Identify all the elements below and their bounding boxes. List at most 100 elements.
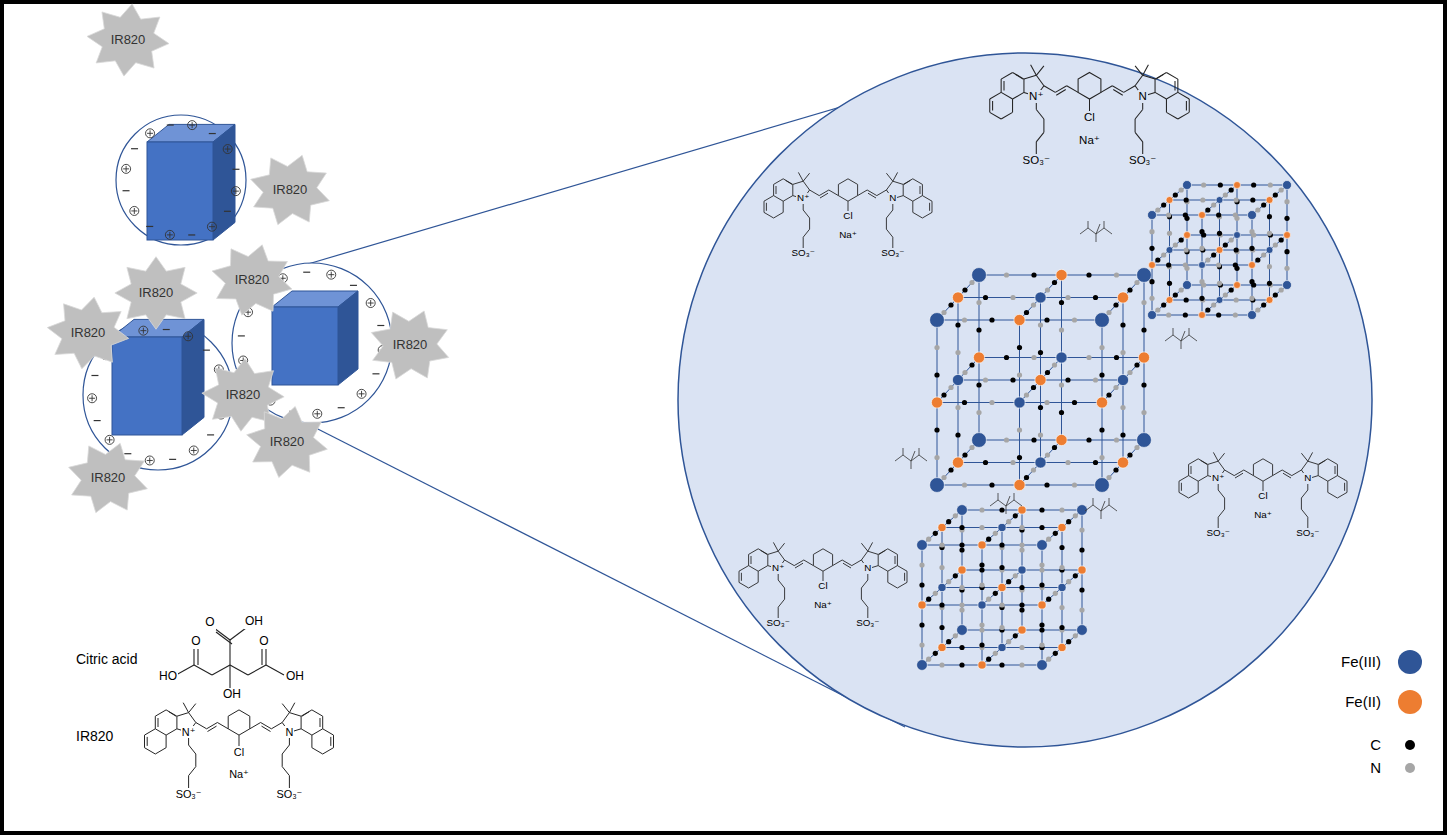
carbon-atom [1134,362,1139,367]
drawing-part [166,710,177,716]
lattice-edge [1237,185,1287,186]
drawing-part [1012,99,1013,112]
drawing-part [1013,72,1024,79]
drawing-part [778,599,784,607]
iron-ii-atom [1166,197,1173,204]
carbon-atom [1059,300,1064,305]
carbon-atom [1279,237,1284,242]
drawing-part [739,571,740,582]
drawing-part [1101,86,1112,93]
lattice-edge [962,570,1022,571]
drawing-part [893,172,898,181]
drawing-part [196,723,207,729]
lattice-edge [979,275,980,358]
drawing-part [1198,459,1208,465]
positive-charge [366,299,375,308]
drawing-part [1036,132,1044,142]
positive-charge [317,411,318,417]
drawing-part [1143,65,1149,75]
nitrogen-atom [979,627,984,632]
carbon-atom [1273,192,1278,197]
positive-charge [192,122,193,128]
carbon-atom [1179,237,1184,242]
iron-iii-atom [930,478,945,493]
prussian-blue-lattice [930,268,1152,493]
lattice-edge [1061,275,1062,358]
drawing-part [1328,459,1338,465]
drawing-part [1225,470,1235,476]
carbon-atom [1149,279,1154,284]
nitrogen-atom [1086,355,1091,360]
nitrogen-atom [1183,262,1188,267]
iron-iii-atom [1234,232,1241,239]
drawing-part [1036,75,1044,85]
lattice-edge [1169,200,1170,250]
drawing-part [778,543,784,551]
drawing-part [903,179,913,185]
atom-label: N⁺ [1028,90,1044,103]
drawing-part [1181,331,1185,341]
drawing-part [794,560,804,566]
iron-iii-atom [1056,352,1067,363]
drawing-part [330,737,331,746]
positive-charge [109,437,110,443]
cube-front [112,337,182,435]
carbon-atom [1019,607,1024,612]
atom-label: N⁺ [796,193,810,204]
drawing-part [1067,86,1078,93]
lattice-edge [1202,265,1203,315]
star-label: IR820 [270,435,305,449]
drawing-part [868,542,873,551]
drawing-part [852,560,862,566]
lattice-edge [1187,285,1237,286]
nitrogen-atom [946,579,951,584]
drawing-part [929,203,930,211]
atom-label: OH [222,688,242,701]
nitrogen-atom [1019,547,1024,552]
drawing-part [774,212,784,218]
drawing-part [1201,460,1207,464]
drawing-part [792,184,793,195]
drawing-part [861,588,862,599]
star-label: IR820 [393,338,428,352]
atom-label: Cl [842,211,853,222]
nitrogen-atom [1141,300,1146,305]
drawing-part [768,551,778,554]
drawing-part [1001,79,1002,92]
drawing-part [803,181,809,190]
iron-ii-atom [1149,262,1156,269]
carbon-atom [989,317,994,322]
iron-iii-atom [1058,583,1066,591]
carbon-atom [1141,382,1146,387]
iron-ii-atom [938,643,946,651]
lattice-edge [942,528,943,588]
nitrogen-atom [1200,197,1205,202]
drawing-part [858,190,868,196]
nitrogen-atom [1017,427,1022,432]
carbon-atom [1267,281,1272,286]
atom-label: N [863,563,872,574]
nitrogen-atom [1059,565,1064,570]
nitrogen-atom [1039,562,1044,567]
lattice-edge [1020,402,1103,403]
carbon-atom [1065,377,1070,382]
carbon-atom [1183,212,1188,217]
drawing-part [1166,92,1177,99]
lattice-edge [1187,235,1237,236]
nitrogen-atom [986,597,991,602]
drawing-part [1135,132,1143,142]
iron-iii-atom [952,374,963,385]
positive-charge [235,188,236,194]
iron-iii-atom [998,523,1006,531]
nitrogen-atom [1199,246,1204,251]
nitrogen-atom [1211,202,1216,207]
lattice-edge [1022,630,1082,631]
carbon-atom [1106,392,1111,397]
drawing-part [301,710,312,716]
legend-swatch [1398,690,1422,714]
iron-ii-atom [1266,297,1273,304]
atom-label: O [190,635,201,648]
drawing-part [773,542,778,551]
negative-charge [232,169,239,170]
